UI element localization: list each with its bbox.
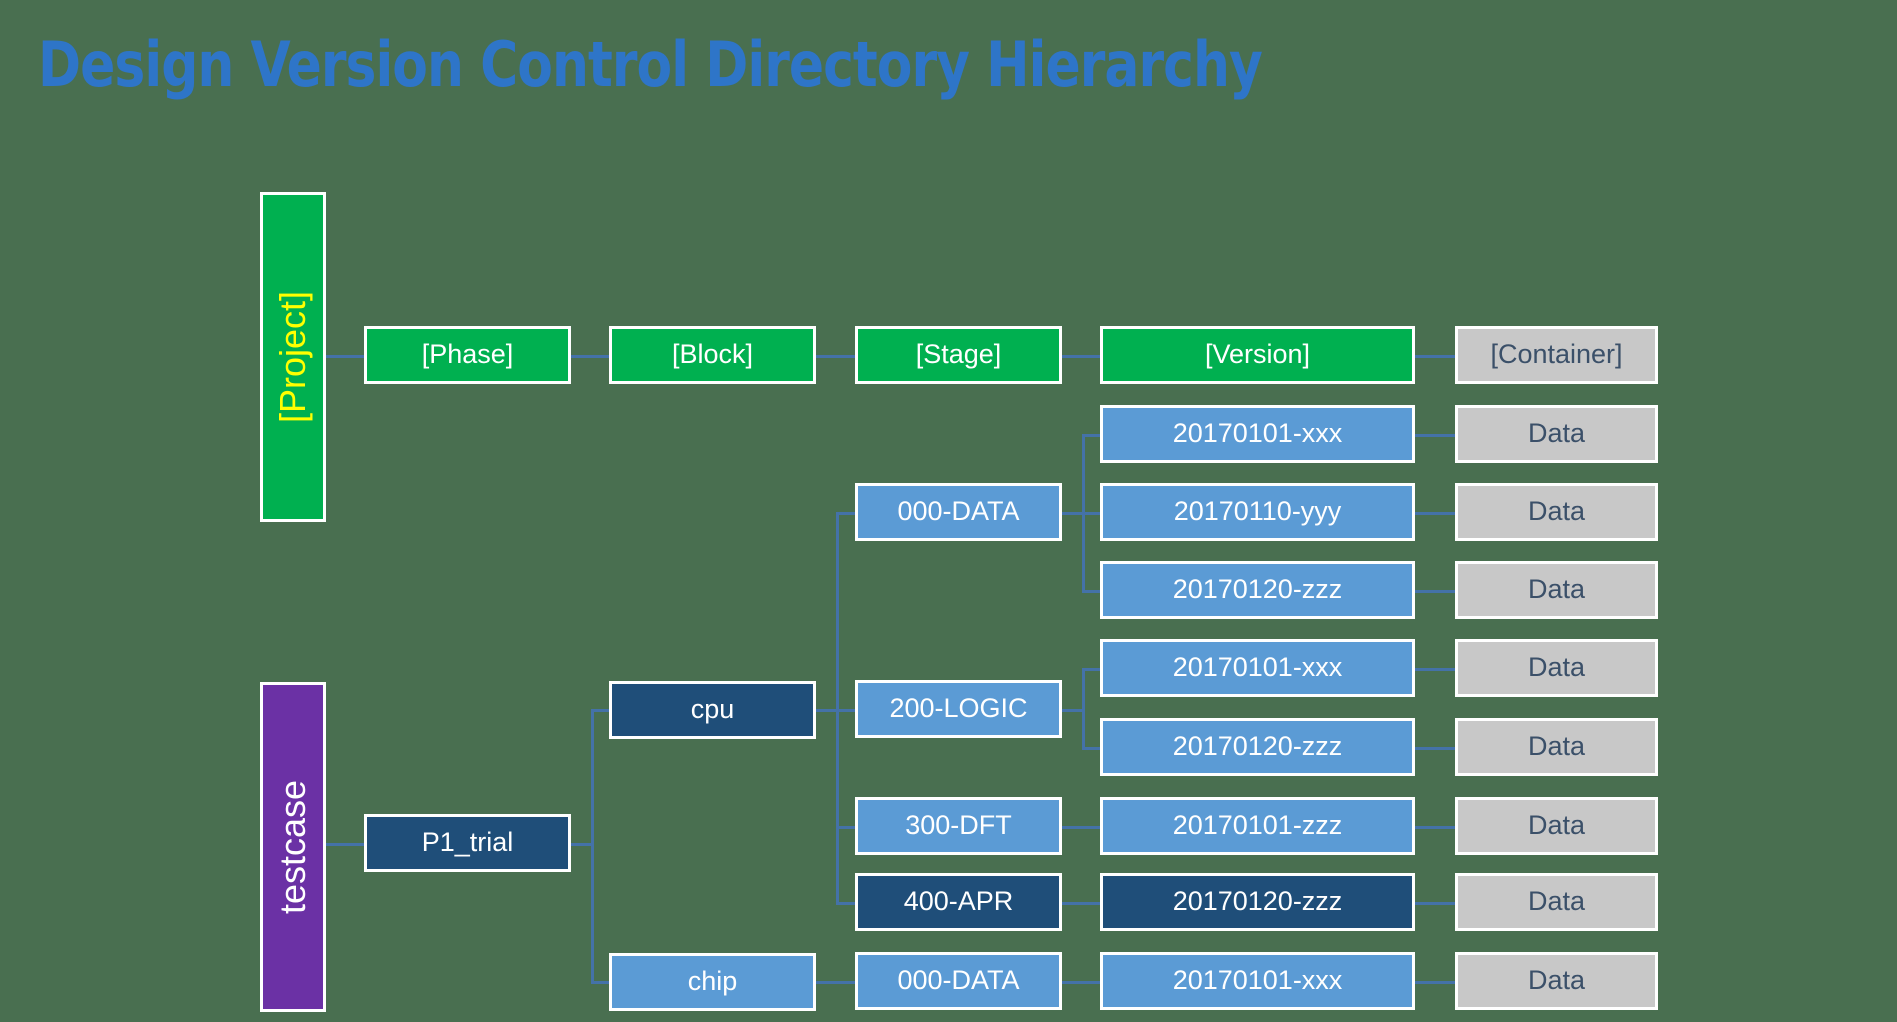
connector-version-container-7 bbox=[1415, 902, 1455, 905]
connector-version-container-4 bbox=[1415, 668, 1455, 671]
connector-version-container-5 bbox=[1415, 747, 1455, 750]
version-box[interactable]: 20170101-zzz bbox=[1100, 797, 1415, 855]
connector-version-container-8 bbox=[1415, 981, 1455, 984]
container-box[interactable]: Data bbox=[1455, 952, 1658, 1010]
legend-phase-label: [Phase] bbox=[421, 339, 514, 370]
stage-300-dft-box[interactable]: 300-DFT bbox=[855, 797, 1062, 855]
stage-200-logic-box[interactable]: 200-LOGIC bbox=[855, 680, 1062, 738]
version-label: 20170120-zzz bbox=[1172, 886, 1343, 917]
connector-cpu-bus bbox=[816, 709, 836, 712]
connector-bus-chip bbox=[591, 981, 609, 984]
container-label: Data bbox=[1527, 965, 1586, 996]
container-label: Data bbox=[1527, 731, 1586, 762]
container-box[interactable]: Data bbox=[1455, 797, 1658, 855]
connector-000data-bus bbox=[1062, 512, 1082, 515]
project-testcase-label: testcase bbox=[272, 779, 314, 915]
legend-block-label: [Block] bbox=[671, 339, 754, 370]
legend-phase-box: [Phase] bbox=[364, 326, 571, 384]
connector-cpu-stage-400apr bbox=[836, 902, 855, 905]
connector-400apr-v1 bbox=[1062, 902, 1100, 905]
connector-200logic-bus-vertical bbox=[1082, 668, 1085, 747]
version-label: 20170101-zzz bbox=[1172, 810, 1343, 841]
version-label: 20170101-xxx bbox=[1172, 652, 1343, 683]
legend-block-box: [Block] bbox=[609, 326, 816, 384]
version-box[interactable]: 20170101-xxx bbox=[1100, 952, 1415, 1010]
version-label: 20170101-xxx bbox=[1172, 418, 1343, 449]
stage-label: 000-DATA bbox=[897, 965, 1020, 996]
connector-version-container-6 bbox=[1415, 826, 1455, 829]
page-title: Design Version Control Directory Hierarc… bbox=[38, 28, 1263, 101]
connector-block-stage bbox=[816, 355, 855, 358]
legend-stage-label: [Stage] bbox=[915, 339, 1002, 370]
block-chip-box[interactable]: chip bbox=[609, 953, 816, 1011]
connector-000data-v3 bbox=[1082, 590, 1100, 593]
legend-container-box: [Container] bbox=[1455, 326, 1658, 384]
connector-300dft-v1 bbox=[1062, 826, 1100, 829]
legend-container-label: [Container] bbox=[1490, 339, 1623, 370]
container-label: Data bbox=[1527, 652, 1586, 683]
connector-cpu-stage-300dft bbox=[836, 826, 855, 829]
container-label: Data bbox=[1527, 496, 1586, 527]
connector-stage-version bbox=[1062, 355, 1100, 358]
version-box[interactable]: 20170120-zzz bbox=[1100, 561, 1415, 619]
connector-version-container-1 bbox=[1415, 434, 1455, 437]
block-cpu-box[interactable]: cpu bbox=[609, 681, 816, 739]
container-label: Data bbox=[1527, 574, 1586, 605]
connector-cpu-stage-200logic bbox=[836, 709, 855, 712]
container-label: Data bbox=[1527, 810, 1586, 841]
block-chip-label: chip bbox=[687, 966, 738, 997]
connector-version-container bbox=[1415, 355, 1455, 358]
phase-p1trial-box[interactable]: P1_trial bbox=[364, 814, 571, 872]
stage-label: 300-DFT bbox=[905, 810, 1012, 841]
version-label: 20170120-zzz bbox=[1172, 574, 1343, 605]
connector-version-container-3 bbox=[1415, 590, 1455, 593]
connector-200logic-v1 bbox=[1082, 668, 1100, 671]
container-box[interactable]: Data bbox=[1455, 639, 1658, 697]
version-box[interactable]: 20170110-yyy bbox=[1100, 483, 1415, 541]
connector-p1trial-bus-vertical bbox=[591, 709, 594, 984]
project-testcase-box[interactable]: testcase bbox=[260, 682, 326, 1012]
connector-project-phase bbox=[326, 355, 364, 358]
container-box[interactable]: Data bbox=[1455, 483, 1658, 541]
stage-000-data-chip-box[interactable]: 000-DATA bbox=[855, 952, 1062, 1010]
version-label: 20170101-xxx bbox=[1172, 965, 1343, 996]
connector-cpu-bus-vertical bbox=[836, 512, 839, 902]
connector-200logic-bus bbox=[1062, 709, 1082, 712]
phase-p1trial-label: P1_trial bbox=[421, 827, 514, 858]
stage-400-apr-box[interactable]: 400-APR bbox=[855, 873, 1062, 931]
connector-chip000data-v1 bbox=[1062, 981, 1100, 984]
connector-version-container-2 bbox=[1415, 512, 1455, 515]
legend-stage-box: [Stage] bbox=[855, 326, 1062, 384]
stage-label: 400-APR bbox=[903, 886, 1014, 917]
stage-label: 000-DATA bbox=[897, 496, 1020, 527]
connector-200logic-v2 bbox=[1082, 747, 1100, 750]
stage-000-data-cpu-box[interactable]: 000-DATA bbox=[855, 483, 1062, 541]
legend-project-box: [Project] bbox=[260, 192, 326, 522]
connector-cpu-stage-000data bbox=[836, 512, 855, 515]
block-cpu-label: cpu bbox=[690, 694, 735, 725]
version-box[interactable]: 20170120-zzz bbox=[1100, 718, 1415, 776]
connector-000data-v2 bbox=[1082, 512, 1100, 515]
version-label: 20170120-zzz bbox=[1172, 731, 1343, 762]
container-box[interactable]: Data bbox=[1455, 873, 1658, 931]
connector-bus-cpu bbox=[591, 709, 609, 712]
container-box[interactable]: Data bbox=[1455, 561, 1658, 619]
stage-label: 200-LOGIC bbox=[889, 693, 1028, 724]
container-label: Data bbox=[1527, 418, 1586, 449]
connector-phase-block bbox=[571, 355, 609, 358]
version-box[interactable]: 20170101-xxx bbox=[1100, 639, 1415, 697]
container-box[interactable]: Data bbox=[1455, 718, 1658, 776]
version-box-highlight[interactable]: 20170120-zzz bbox=[1100, 873, 1415, 931]
legend-project-label: [Project] bbox=[272, 290, 314, 424]
container-label: Data bbox=[1527, 886, 1586, 917]
version-label: 20170110-yyy bbox=[1173, 496, 1342, 527]
container-box[interactable]: Data bbox=[1455, 405, 1658, 463]
connector-000data-v1 bbox=[1082, 434, 1100, 437]
connector-p1trial-bus bbox=[571, 843, 591, 846]
legend-version-label: [Version] bbox=[1204, 339, 1311, 370]
connector-testcase-p1trial bbox=[326, 843, 364, 846]
version-box[interactable]: 20170101-xxx bbox=[1100, 405, 1415, 463]
legend-version-box: [Version] bbox=[1100, 326, 1415, 384]
connector-chip-stage-000data bbox=[816, 981, 855, 984]
